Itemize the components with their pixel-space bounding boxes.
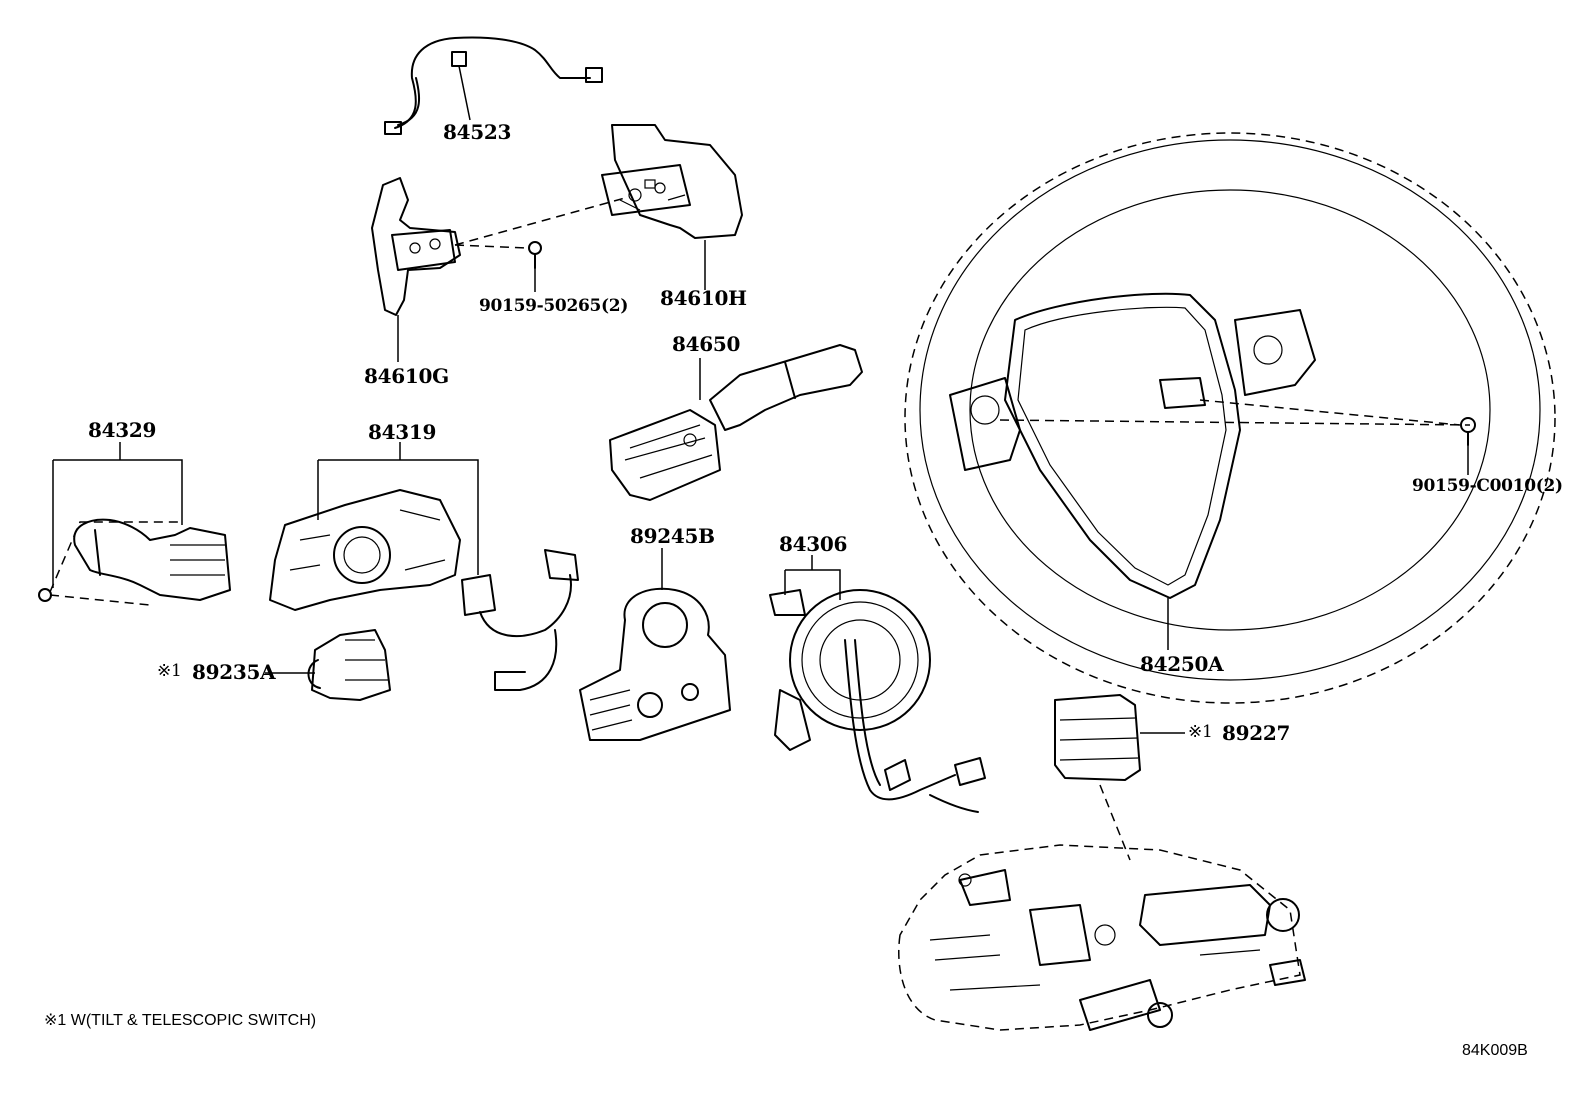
label-90159-C0010: 90159-C0010(2) [1412, 476, 1563, 496]
label-84250A: 84250A [1140, 652, 1224, 676]
label-90159-50265: 90159-50265(2) [479, 296, 629, 316]
screw-90159-C0010 [1460, 417, 1476, 475]
lever-switch-84650 [609, 344, 863, 501]
sensor-89245B [579, 548, 731, 741]
switch-body-84319 [269, 442, 579, 691]
paddle-switch-84610H [601, 124, 743, 290]
label-84319: 84319 [368, 420, 437, 444]
screw-90159-50265 [528, 241, 542, 292]
label-84650: 84650 [672, 332, 741, 356]
label-84523: 84523 [443, 120, 512, 144]
label-84329: 84329 [88, 418, 157, 442]
diagram-code: 84K009B [1462, 1042, 1528, 1059]
label-84610H: 84610H [660, 286, 747, 310]
label-84306: 84306 [779, 532, 848, 556]
note-mark-89227: ※1 [1188, 722, 1213, 742]
spiral-cable-84306 [769, 555, 986, 813]
footnote: ※1 W(TILT & TELESCOPIC SWITCH) [44, 1012, 317, 1029]
wire-harness-84523 [384, 36, 603, 135]
label-89235A: 89235A [192, 660, 276, 684]
lever-switch-84329 [38, 442, 231, 606]
steering-column [898, 844, 1306, 1031]
paddle-switch-84610G [371, 177, 461, 362]
label-84610G: 84610G [364, 364, 449, 388]
switch-89235A [265, 629, 391, 701]
steering-wheel-84250A [904, 132, 1556, 704]
switch-89227 [1054, 694, 1185, 861]
label-89227: 89227 [1222, 721, 1291, 745]
note-mark-89235A: ※1 [157, 661, 182, 681]
label-89245B: 89245B [630, 524, 715, 548]
